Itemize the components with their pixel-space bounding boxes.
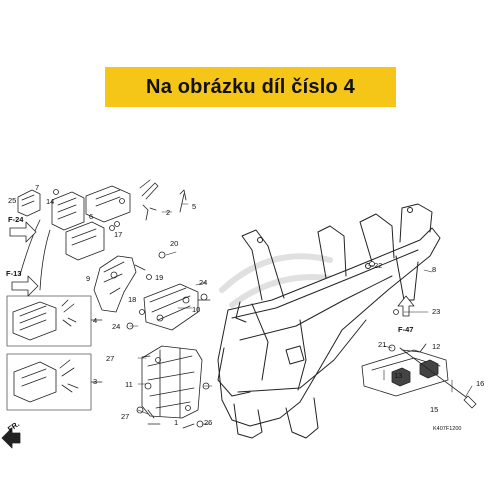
part-label-16: 16 — [476, 379, 484, 388]
f47-arrow-icon — [397, 295, 415, 317]
lock-set-top — [14, 179, 159, 291]
part-label-15: 15 — [430, 405, 438, 414]
f13-arrow-icon — [11, 275, 39, 297]
part-label-19: 19 — [155, 273, 163, 282]
callout-f47: F-47 — [398, 325, 413, 334]
part-number-banner: Na obrázku díl číslo 4 — [105, 67, 396, 107]
part-label-22: 22 — [374, 261, 382, 270]
bracket-10 — [143, 283, 211, 331]
part-labels: 1 2 3 4 5 6 7 8 9 10 11 12 13 14 15 16 1… — [8, 183, 484, 427]
part-label-17: 17 — [114, 230, 122, 239]
part-label-9: 9 — [86, 274, 90, 283]
frame-8 — [217, 203, 441, 439]
drawing-code: K407F1200 — [433, 426, 461, 432]
part-label-7: 7 — [35, 183, 39, 192]
f24-arrow-icon — [9, 221, 37, 243]
lock-set-3 — [6, 353, 103, 411]
part-label-14: 14 — [46, 197, 54, 206]
lock-set-4 — [6, 295, 103, 347]
part-label-3: 3 — [93, 377, 97, 386]
part-label-10: 10 — [192, 305, 200, 314]
part-label-20: 20 — [170, 239, 178, 248]
part-label-6: 6 — [89, 212, 93, 221]
front-arrow-icon — [1, 427, 21, 449]
part-label-23: 23 — [432, 307, 440, 316]
part-label-27-top: 27 — [106, 354, 114, 363]
part-label-26: 26 — [204, 418, 212, 427]
fasteners — [114, 189, 399, 429]
part-label-8: 8 — [432, 265, 436, 274]
part-label-12: 12 — [432, 342, 440, 351]
callout-arrows — [1, 221, 415, 449]
part-label-11: 11 — [125, 380, 133, 389]
part-label-2: 2 — [166, 208, 170, 217]
banner-text: Na obrázku díl číslo 4 — [146, 75, 355, 98]
part-label-21: 21 — [378, 340, 386, 349]
callout-f13: F-13 — [6, 269, 21, 278]
part-label-5: 5 — [192, 202, 196, 211]
part-label-24-top: 24 — [199, 278, 207, 287]
part-label-4: 4 — [93, 316, 97, 325]
leader-lines — [129, 203, 473, 425]
part-label-24-bottom: 24 — [112, 322, 120, 331]
part-label-13: 13 — [394, 371, 402, 380]
callout-f24: F-24 — [8, 215, 24, 224]
bracket-12-13 — [361, 343, 449, 397]
part-label-18: 18 — [128, 295, 136, 304]
part-label-27-bottom: 27 — [121, 412, 129, 421]
part-label-1: 1 — [174, 418, 178, 427]
part-label-25: 25 — [8, 196, 16, 205]
bracket-11 — [141, 345, 203, 419]
bracket-9 — [93, 255, 146, 313]
bolt-15-16 — [399, 347, 477, 409]
